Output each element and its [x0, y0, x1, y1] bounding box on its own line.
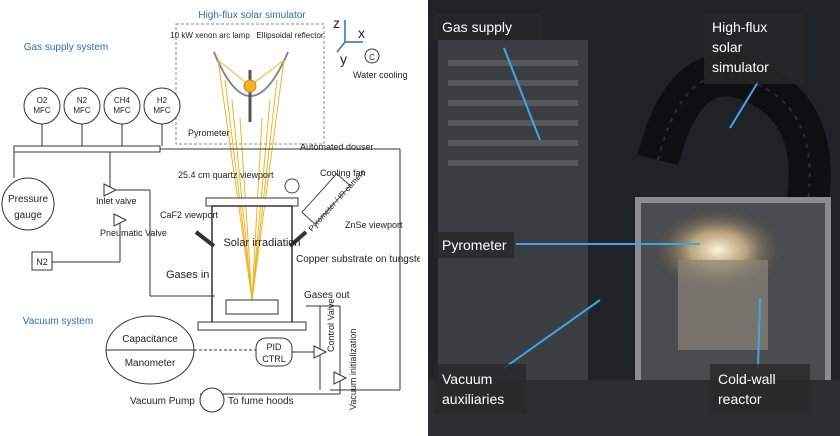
vacuum-aux-label-box: [434, 364, 526, 414]
inlet-valve-icon: [103, 183, 118, 197]
rack-panel: [438, 40, 588, 380]
reactor-chamber: [194, 197, 308, 331]
ctrl-label: CTRL: [262, 354, 286, 364]
mfc-group: O2 MFC N2 MFC CH4 MFC H2 MFC: [23, 87, 181, 125]
cold-wall-label-box: [710, 364, 810, 414]
gases-out-label: Gases out: [304, 290, 350, 301]
pneumatic-label: Pneumatic Valve: [100, 228, 167, 238]
inlet-label: Inlet valve: [96, 196, 137, 206]
manometer-label: Manometer: [125, 358, 176, 369]
axes-icon: z x y: [333, 15, 365, 67]
substrate-label: Copper substrate on tungsten: [296, 254, 420, 265]
mfc-h2: H2: [157, 96, 168, 105]
quartz-label: 25.4 cm quartz viewport: [178, 170, 274, 180]
pressure-gauge: [1, 177, 55, 231]
vacuum-pump-icon: [199, 387, 225, 413]
vacuum-pump-label: Vacuum Pump: [130, 396, 195, 407]
gas-manifold: [13, 124, 401, 391]
rack-slots: [448, 60, 578, 166]
reactor-schematic: High-flux solar simulator Gas supply sys…: [1, 10, 420, 413]
photo-cold-wall-label: Cold-wall reactor: [718, 371, 779, 407]
water-cooling: C Water cooling: [353, 48, 408, 80]
photo-solar-sim-label: High-flux solar simulator: [712, 19, 771, 75]
axis-x-label: x: [358, 25, 365, 41]
solar-sim-label-box: [704, 14, 804, 84]
pressure-label: Pressure: [8, 194, 48, 205]
lamp-bulb: [243, 79, 257, 93]
mfc-o2-unit: MFC: [33, 106, 51, 115]
caf2-label: CaF2 viewport: [160, 210, 219, 220]
gases-in-label: Gases in: [166, 269, 209, 281]
gas-supply-label-box: [434, 14, 542, 40]
mfc-o2: O2: [37, 96, 48, 105]
c-label: C: [369, 53, 375, 62]
axis-z-label: z: [333, 15, 340, 31]
mfc-n2: N2: [77, 96, 88, 105]
gas-supply-title: Gas supply system: [24, 42, 108, 53]
photo-vacuum-aux-label: Vacuum auxiliaries: [442, 371, 504, 407]
control-valve-icon: [313, 345, 328, 359]
n2-label: N2: [36, 257, 48, 267]
water-cooling-label: Water cooling: [353, 70, 408, 80]
simulator-title: High-flux solar simulator: [198, 10, 306, 21]
mfc-n2-unit: MFC: [73, 106, 91, 115]
pyrometer-label: Pyrometer: [188, 128, 230, 138]
douser-label: Automated douser: [300, 142, 374, 152]
mfc-h2-unit: MFC: [153, 106, 171, 115]
capacitance-label: Capacitance: [122, 334, 178, 345]
solar-irr-label: Solar irradiation: [223, 237, 300, 249]
control-valve-label: Control Valve: [326, 299, 336, 352]
cooling-fan-label: Cooling fan: [320, 168, 366, 178]
photo-gas-supply-label: Gas supply: [442, 19, 512, 35]
vacuum-init-valve-icon: [333, 371, 348, 385]
reflector-label: Ellipsoidal reflector: [256, 31, 323, 40]
mfc-ch4-unit: MFC: [113, 106, 131, 115]
znse-label: ZnSe viewport: [345, 220, 403, 230]
pointer-lines: [503, 47, 761, 369]
photo-panel: Gas supply High-flux solar simulator Pyr…: [428, 0, 840, 436]
vacuum-title: Vacuum system: [23, 316, 93, 327]
light-rays: [217, 59, 285, 301]
pneumatic-valve-icon: [113, 213, 128, 227]
fume-label: To fume hoods: [228, 396, 294, 407]
vacuum-init-label: Vacuum initialization: [348, 329, 358, 410]
n2-box: [31, 251, 53, 271]
axis-y-label: y: [340, 51, 347, 67]
lamp-label: 10 kW xenon arc lamp: [170, 31, 250, 40]
simulator-box: [175, 23, 325, 145]
mfc-ch4: CH4: [114, 96, 131, 105]
pid-ctrl-box: [255, 337, 293, 367]
pid-label: PID: [266, 342, 282, 352]
gauge-label: gauge: [14, 210, 42, 221]
fan-icon: [284, 178, 300, 194]
hose-highlight: [657, 74, 811, 201]
pyrometer-label-box: [434, 232, 514, 258]
reactor-vessel: [678, 260, 768, 350]
photo-pyrometer-label: Pyrometer: [442, 237, 507, 253]
